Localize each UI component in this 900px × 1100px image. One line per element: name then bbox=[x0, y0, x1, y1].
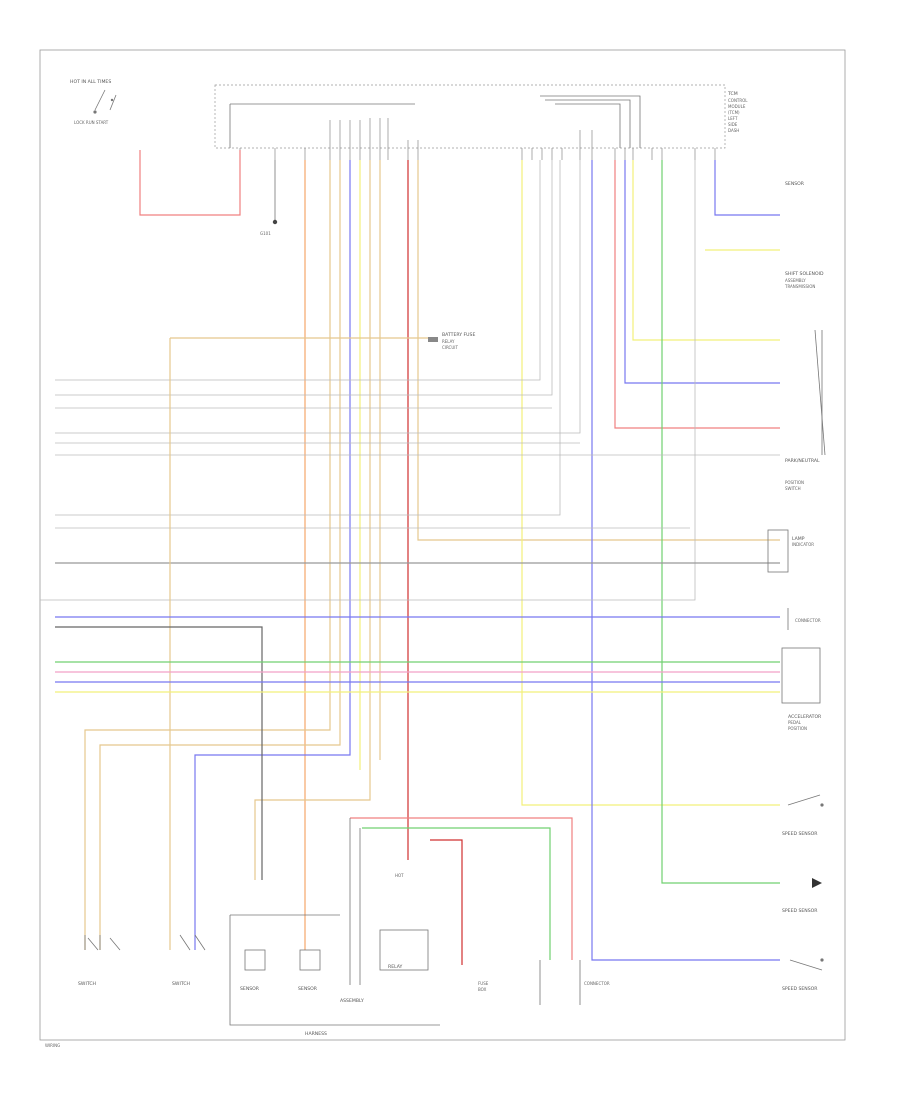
svg-text:RELAY: RELAY bbox=[442, 339, 455, 344]
svg-text:LEFT: LEFT bbox=[728, 116, 738, 121]
svg-text:ASSEMBLY: ASSEMBLY bbox=[785, 278, 806, 283]
bottom-components: SWITCH SWITCH SENSOR SENSOR HARNESS RELA… bbox=[78, 817, 610, 1037]
bottom-assembly-label: ASSEMBLY bbox=[340, 998, 364, 1004]
speed-sensor-1-label: SPEED SENSOR bbox=[782, 831, 818, 837]
bottom-harness-label: HARNESS bbox=[305, 1031, 327, 1037]
svg-text:CONNECTOR: CONNECTOR bbox=[795, 618, 821, 623]
footnote: WIRING bbox=[45, 1043, 60, 1048]
speed-sensor-2-label: SPEED SENSOR bbox=[782, 908, 818, 914]
speed-sensor-3-label: SPEED SENSOR bbox=[782, 986, 818, 992]
harness-lines bbox=[55, 160, 780, 950]
ignition-switch-positions: LOCK RUN START bbox=[74, 120, 109, 125]
battery-fuse: BATTERY FUSE RELAY CIRCUIT bbox=[428, 332, 475, 350]
bottom-sensor-2-label: SENSOR bbox=[298, 986, 318, 992]
svg-text:INDICATOR: INDICATOR bbox=[792, 542, 814, 547]
ground-g101: G101 bbox=[260, 160, 278, 236]
svg-text:CIRCUIT: CIRCUIT bbox=[442, 345, 458, 350]
battery-fuse-label: BATTERY FUSE bbox=[442, 332, 475, 338]
svg-text:POSITION: POSITION bbox=[785, 480, 804, 485]
svg-text:SENSOR: SENSOR bbox=[785, 181, 805, 187]
module-wires bbox=[40, 160, 780, 961]
svg-text:TRANSMISSION: TRANSMISSION bbox=[784, 284, 815, 289]
svg-text:FUSE: FUSE bbox=[478, 981, 489, 986]
shift-solenoid-label: SHIFT SOLENOID bbox=[785, 271, 824, 277]
ignition-switch-label: HOT IN ALL TIMES bbox=[70, 79, 111, 85]
svg-text:ACCELERATOR: ACCELERATOR bbox=[788, 714, 822, 720]
svg-text:HOT: HOT bbox=[395, 873, 404, 878]
bottom-switch-2-label: SWITCH bbox=[172, 981, 190, 987]
svg-text:(TCM): (TCM) bbox=[728, 110, 740, 115]
lamp-label: LAMP bbox=[792, 536, 805, 542]
bottom-relay-label: RELAY bbox=[388, 964, 403, 970]
wire-ignition-feed bbox=[139, 150, 241, 216]
svg-text:MODULE: MODULE bbox=[728, 104, 746, 109]
svg-text:POSITION: POSITION bbox=[788, 726, 807, 731]
bottom-sensor-1-label: SENSOR bbox=[240, 986, 260, 992]
svg-text:BOX: BOX bbox=[478, 987, 487, 992]
ignition-switch: HOT IN ALL TIMES LOCK RUN START bbox=[70, 79, 117, 125]
park-neutral-label: PARK/NEUTRAL bbox=[785, 458, 820, 464]
svg-text:CONTROL: CONTROL bbox=[728, 98, 748, 103]
svg-text:DASH: DASH bbox=[728, 128, 739, 133]
svg-text:CONNECTOR: CONNECTOR bbox=[584, 981, 610, 986]
colored-bus bbox=[55, 616, 780, 880]
right-components: SENSOR SHIFT SOLENOID ASSEMBLY TRANSMISS… bbox=[705, 181, 826, 992]
ground-g101-label: G101 bbox=[260, 231, 271, 236]
bottom-switch-1-label: SWITCH bbox=[78, 981, 96, 987]
svg-text:PEDAL: PEDAL bbox=[788, 720, 802, 725]
svg-text:SWITCH: SWITCH bbox=[785, 486, 801, 491]
control-module: TCM CONTROL MODULE (TCM) LEFT SIDE DASH bbox=[214, 84, 748, 160]
svg-text:SIDE: SIDE bbox=[728, 122, 738, 127]
control-module-label: TCM bbox=[727, 91, 738, 97]
diagram-frame bbox=[39, 49, 846, 1041]
